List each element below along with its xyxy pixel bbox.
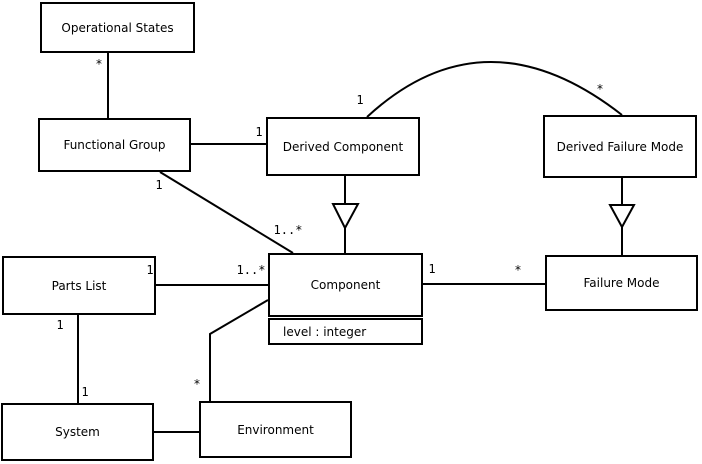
multiplicity-fg-component-target: 1..* (273, 223, 303, 237)
class-derived-failure-mode: Derived Failure Mode (543, 115, 697, 178)
multiplicity-parts-list-system-target: 1 (81, 385, 89, 399)
class-parts-list: Parts List (2, 256, 156, 315)
multiplicity-arc-derived-component: 1 (356, 93, 364, 107)
class-operational-states: Operational States (40, 2, 195, 53)
generalization-triangle-icon (608, 204, 636, 230)
class-derived-component: Derived Component (266, 117, 420, 176)
multiplicity-parts-list-component-source: 1 (146, 263, 154, 277)
class-component: Component level : integer (268, 253, 423, 345)
multiplicity-operational-states: * (95, 57, 103, 71)
multiplicity-environment-component: * (193, 377, 201, 391)
multiplicity-fg-component-source: 1 (155, 178, 163, 192)
multiplicity-fg-derived-component: 1 (255, 125, 263, 139)
connector-functionalgroup-component (159, 171, 294, 254)
class-environment: Environment (199, 401, 352, 458)
class-component-name: Component (268, 253, 423, 317)
multiplicity-component-failure-mode-source: 1 (428, 262, 436, 276)
multiplicity-arc-derived-failure-mode: * (596, 82, 604, 96)
connector-arc-derivedcomponent-derivedfailuremode (366, 61, 623, 118)
multiplicity-parts-list-system-source: 1 (56, 318, 64, 332)
class-failure-mode: Failure Mode (545, 255, 698, 311)
class-system: System (1, 403, 154, 461)
multiplicity-parts-list-component-target: 1..* (236, 263, 266, 277)
multiplicity-component-failure-mode-target: * (514, 263, 522, 277)
class-component-attribute: level : integer (268, 318, 423, 345)
generalization-triangle-icon (331, 203, 360, 231)
connector-environment-component (209, 299, 269, 401)
class-functional-group: Functional Group (38, 118, 191, 172)
